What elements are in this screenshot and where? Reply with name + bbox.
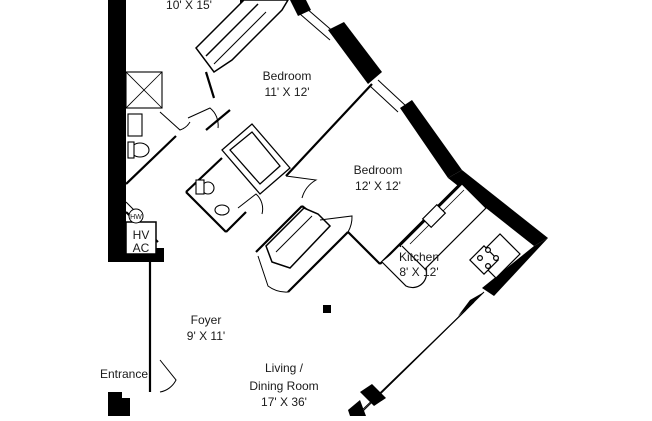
entrance-label: Entrance xyxy=(100,367,148,381)
diagonal-exterior-wall xyxy=(290,0,548,246)
wall-closet-3 xyxy=(287,231,349,293)
closet-1-shelf xyxy=(213,11,267,65)
wall-bath-2 xyxy=(225,211,247,233)
closet-2-rod xyxy=(275,215,313,253)
burner-3 xyxy=(485,247,492,254)
wall-bath-3 xyxy=(185,157,223,193)
exterior-walls xyxy=(108,0,254,416)
window-2b xyxy=(369,85,399,113)
kitchen-dims: 8' X 12' xyxy=(399,265,438,279)
door-closet-2b xyxy=(257,255,289,293)
wall-a xyxy=(204,71,216,99)
living-name-2: Dining Room xyxy=(249,379,318,393)
wall-kitchen-1 xyxy=(347,231,381,265)
wall-seg-2 xyxy=(328,22,382,84)
door-left-bath xyxy=(159,111,191,131)
door-closet-2 xyxy=(319,215,353,233)
lower-wall-3 xyxy=(348,400,366,416)
foyer-name: Foyer xyxy=(191,313,222,327)
bedroom1-name: Bedroom xyxy=(263,69,312,83)
wall-seg-3 xyxy=(400,100,462,178)
water-heater xyxy=(128,208,144,224)
wall-c xyxy=(125,135,177,185)
left-toilet-tank xyxy=(127,141,135,159)
hvac-label-1: HV xyxy=(133,228,150,242)
burner-2 xyxy=(485,263,492,270)
window-1b xyxy=(299,13,331,41)
wall-bath-1 xyxy=(185,191,227,233)
wall-kitchen-2 xyxy=(379,183,461,265)
lower-wall-2 xyxy=(360,384,386,406)
bottom-left-wall-2 xyxy=(118,398,130,416)
tub-inner xyxy=(229,131,281,185)
foyer-dims: 9' X 11' xyxy=(187,329,225,343)
kitchen-range xyxy=(469,245,499,275)
corner-wall xyxy=(482,238,548,296)
kitchen-peninsula xyxy=(381,245,428,289)
hvac-box xyxy=(125,221,157,255)
top-room-dims: 10' X 15' xyxy=(166,0,212,12)
bedroom2-dims: 12' X 12' xyxy=(355,179,401,193)
closet-1-rod xyxy=(205,3,259,57)
window-1 xyxy=(305,7,337,35)
living-name-1: Living / xyxy=(265,361,304,375)
closet-2 xyxy=(265,207,332,269)
window-2 xyxy=(377,79,407,107)
kitchen-sink xyxy=(421,203,447,229)
door-bedroom1 xyxy=(187,107,219,129)
burner-4 xyxy=(493,255,500,262)
bathtub xyxy=(221,123,291,195)
wall-seg-1 xyxy=(290,0,311,16)
hvac-label-2: AC xyxy=(133,241,150,255)
bedroom2-name: Bedroom xyxy=(354,163,403,177)
toilet-tank xyxy=(195,179,205,195)
bath-sink xyxy=(214,204,230,216)
window-3c xyxy=(355,309,467,417)
wall-seg-4 xyxy=(448,170,548,246)
left-bath xyxy=(125,71,163,159)
lower-diagonal-wall xyxy=(348,238,548,417)
windows xyxy=(299,7,407,113)
water-heater-label: HW xyxy=(130,214,142,221)
wall-bed-divider xyxy=(285,83,373,177)
left-sink xyxy=(127,113,143,137)
kitchen-counters xyxy=(381,183,521,289)
closet-1 xyxy=(195,0,289,74)
bath-fixtures xyxy=(195,179,230,216)
hvac-closet: HW HV AC xyxy=(125,208,157,255)
door-bedroom2 xyxy=(285,175,318,199)
bedroom1-dims: 11' X 12' xyxy=(264,85,309,99)
door-hvac xyxy=(125,201,135,211)
kitchen-name: Kitchen xyxy=(399,250,439,264)
living-dims: 17' X 36' xyxy=(261,395,307,409)
door-bath xyxy=(237,193,264,215)
closet-2-outline xyxy=(265,207,332,269)
door-entrance xyxy=(159,359,177,393)
left-wall xyxy=(108,0,126,262)
wall-closet-1 xyxy=(255,205,303,253)
column xyxy=(323,305,331,313)
doors xyxy=(125,107,353,393)
shower-x2 xyxy=(125,71,163,109)
burner-1 xyxy=(477,255,484,262)
